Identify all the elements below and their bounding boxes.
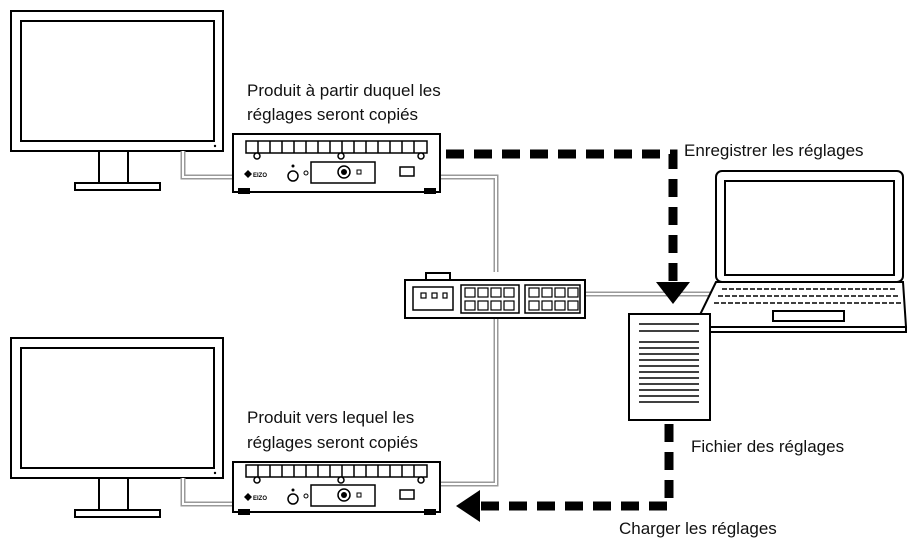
target-product-label-line2: réglages seront copiés xyxy=(247,433,418,452)
brand-logo: EIZO xyxy=(253,173,267,179)
device-source: EIZO xyxy=(232,133,441,194)
device-target: EIZO xyxy=(232,461,441,515)
brand-logo: EIZO xyxy=(253,496,267,502)
target-product-label-line1: Produit vers lequel les xyxy=(247,408,414,427)
monitor-top xyxy=(10,10,224,191)
load-settings-label: Charger les réglages xyxy=(619,519,777,538)
monitor-bottom xyxy=(10,337,224,518)
settings-file-label: Fichier des réglages xyxy=(691,437,844,456)
vent-slots xyxy=(245,140,428,154)
save-settings-label: Enregistrer les réglages xyxy=(684,141,864,160)
source-product-label-line2: réglages seront copiés xyxy=(247,105,418,124)
laptop-keyboard xyxy=(714,288,903,304)
save-arrow xyxy=(446,149,690,304)
load-arrow xyxy=(456,424,674,522)
laptop xyxy=(692,170,908,333)
source-product-label-line1: Produit à partir duquel les xyxy=(247,81,441,100)
settings-file-icon xyxy=(628,313,711,421)
power-button xyxy=(287,170,299,182)
